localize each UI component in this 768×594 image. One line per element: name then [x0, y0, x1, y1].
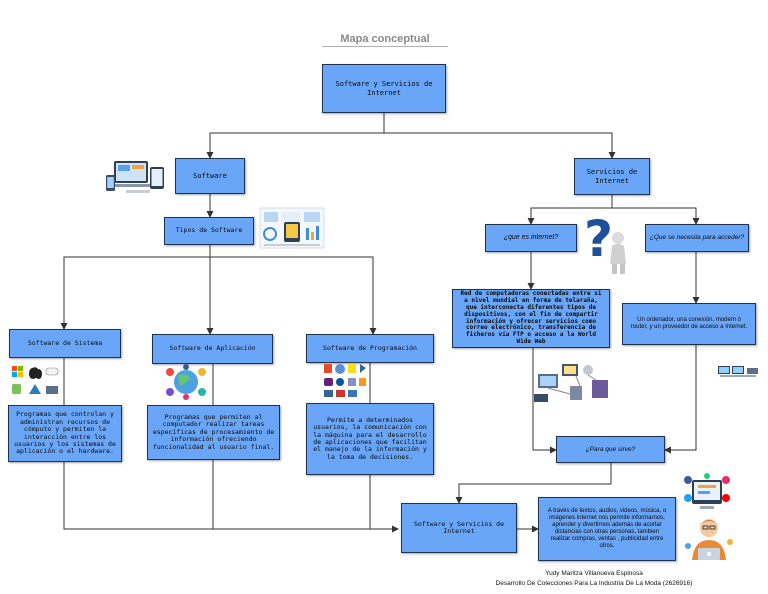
node-desc-aplicacion: Programas que permiten al computador rea… — [147, 405, 280, 460]
node-root-bottom: Software y Servicios de Internet — [401, 503, 517, 553]
computer-setup-illustration — [718, 366, 758, 377]
edge-servicios-queEs — [527, 195, 613, 225]
title-underline — [322, 46, 448, 47]
devices-illustration — [106, 161, 164, 193]
node-desc-final: A través de textos, audios, videos, músi… — [538, 497, 676, 561]
question-mark-figure-illustration: ? — [584, 210, 626, 274]
node-programacion: Software de Programación — [306, 334, 434, 363]
node-software: Software — [175, 158, 245, 194]
edge-tipos-programacion — [210, 256, 377, 335]
edge-req-paraque — [664, 345, 697, 454]
node-def-internet: Red de computadoras conectadas entre si … — [452, 289, 610, 348]
edge-servicios-queNecesita — [612, 207, 700, 225]
node-tipos: Tipos de Software — [164, 217, 254, 245]
edge-root-servicios — [384, 132, 616, 159]
node-root: Software y Servicios de Internet — [322, 64, 446, 113]
svg-text:?: ? — [584, 210, 613, 268]
edge-def-paraque — [532, 348, 557, 454]
edge-descs-root — [63, 462, 399, 533]
footer-program: Desarrollo De Colecciones Para La Indust… — [495, 580, 693, 587]
diagram-title: Mapa conceptual — [340, 33, 430, 45]
node-servicios: Servicios de Internet — [574, 158, 650, 195]
node-aplicacion: Software de Aplicación — [152, 334, 273, 364]
social-media-illustration — [684, 473, 730, 509]
edge-root-software — [206, 113, 385, 159]
node-desc-programacion: Permite a determinados usuarios, la comu… — [306, 403, 434, 475]
app-icons-globe-illustration — [166, 364, 206, 400]
footer-author: Yudy Maritza Villanueva Espinosa — [545, 570, 643, 577]
os-logos-illustration — [12, 366, 59, 394]
node-que-es: ¿que es internet? — [485, 224, 577, 252]
programming-languages-illustration — [324, 364, 366, 397]
edge-tipos-sistema — [60, 245, 211, 330]
network-devices-illustration — [534, 364, 608, 402]
node-que-necesita: ¿Que se necesita para acceder? — [645, 224, 749, 252]
dashboard-illustration — [259, 207, 325, 249]
edge-paraque-root — [455, 463, 612, 504]
node-req-acceso: Un ordenador, una conexión, modem ó rout… — [622, 303, 756, 345]
node-para-que: ¿Para que sirve? — [556, 436, 665, 463]
user-with-laptop-illustration — [685, 519, 733, 560]
node-sistema: Software de Sistema — [9, 329, 121, 358]
node-desc-sistema: Programas que controlan y administran re… — [8, 405, 122, 462]
